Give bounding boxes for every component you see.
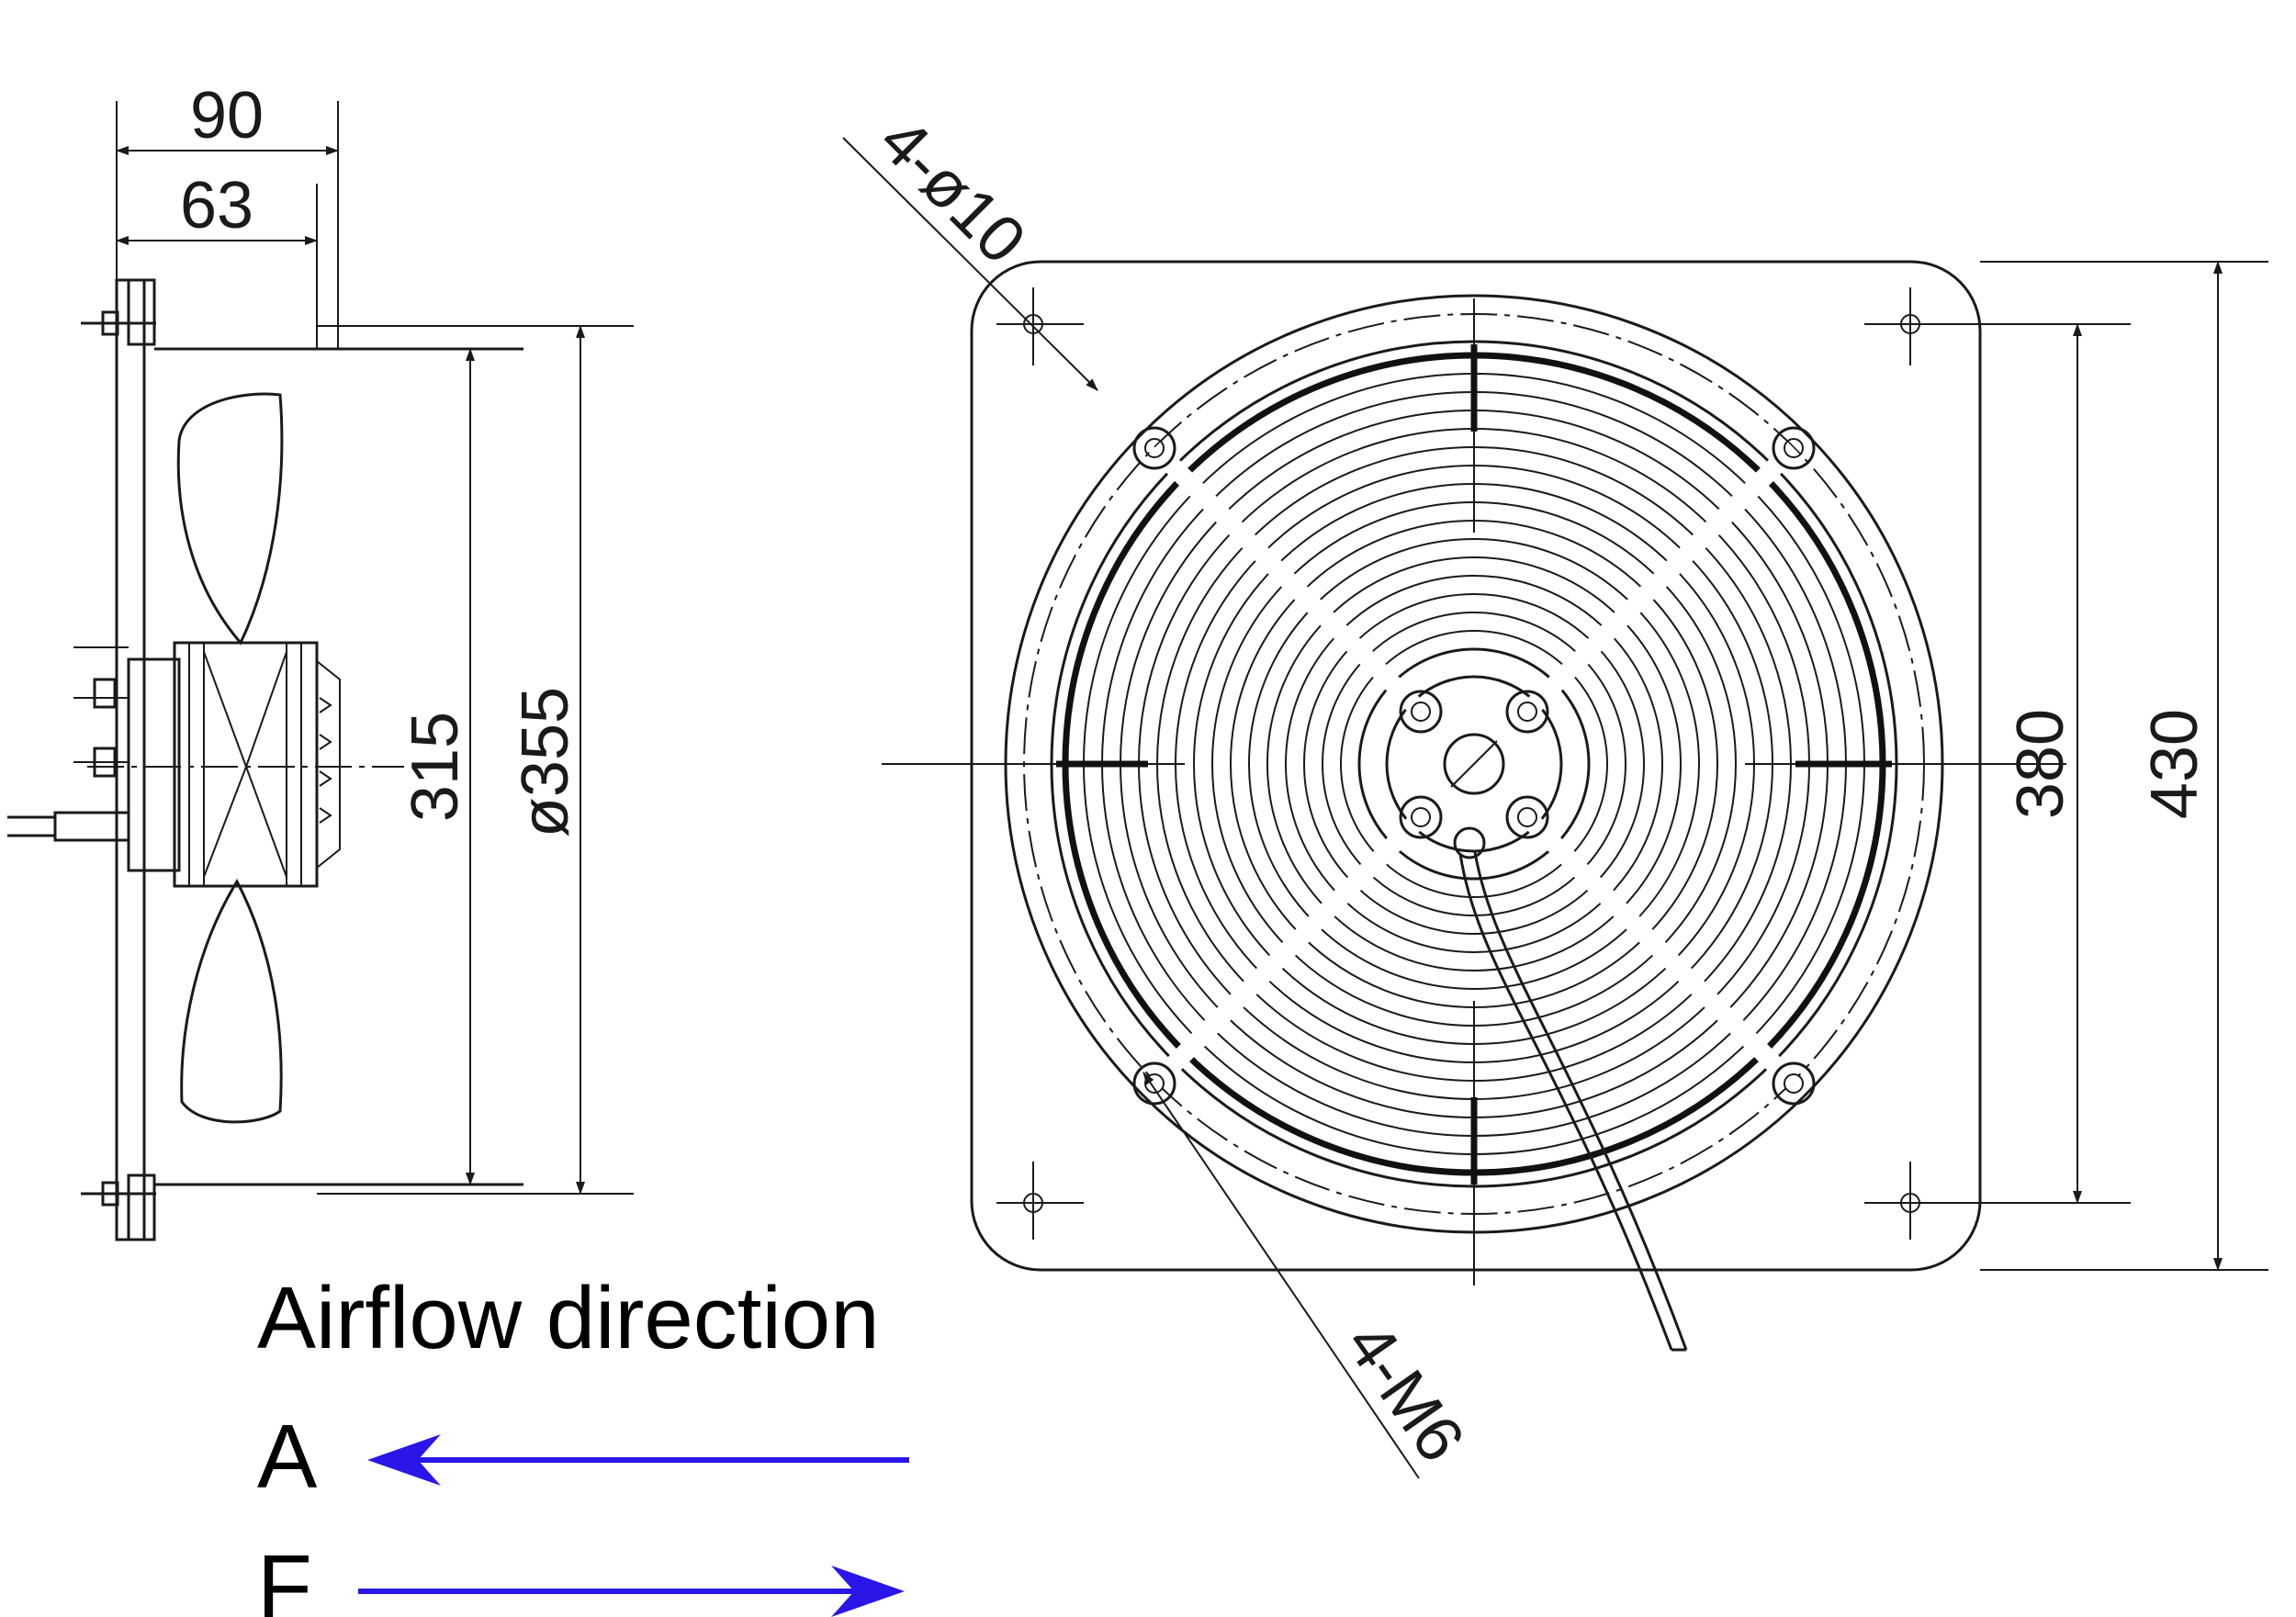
dim-flange-depth: 63 (180, 169, 253, 242)
grille-ring (1285, 575, 1663, 953)
dim-threads: 4-M6 (1332, 1309, 1479, 1475)
legend-letter-a: A (257, 1406, 318, 1507)
dim-overall-depth: 90 (190, 79, 264, 152)
grille-ring (1340, 630, 1608, 898)
guard-spokes (1132, 426, 1816, 1106)
grille-ring (1303, 593, 1645, 935)
power-cable (1458, 851, 1688, 1351)
arrow-right-icon (358, 1566, 905, 1617)
arrow-left-icon (367, 1434, 909, 1486)
grille-ring (1248, 538, 1700, 990)
legend-letter-f: F (257, 1536, 312, 1617)
airflow-legend: Airflow direction A F (257, 1269, 909, 1617)
mounting-plate-side (81, 278, 156, 1241)
dim-diameter: ø355 (509, 687, 582, 837)
dim-plate-size: 430 (2138, 709, 2212, 819)
blade-top (176, 392, 284, 646)
legend-title: Airflow direction (257, 1269, 880, 1367)
side-view: 90 63 (7, 79, 634, 1241)
dim-holes: 4-ø10 (865, 104, 1040, 278)
mounting-plate-front (970, 260, 1982, 1272)
grille-ring (1266, 556, 1682, 971)
blade-bottom (180, 878, 283, 1124)
motor-side (7, 641, 341, 888)
front-view: 4-ø10 4-M6 380 430 (842, 104, 2268, 1479)
grille-ring (1322, 612, 1626, 916)
dim-hole-spacing: 380 (2004, 709, 2077, 819)
dim-inner-span: 315 (399, 712, 472, 822)
